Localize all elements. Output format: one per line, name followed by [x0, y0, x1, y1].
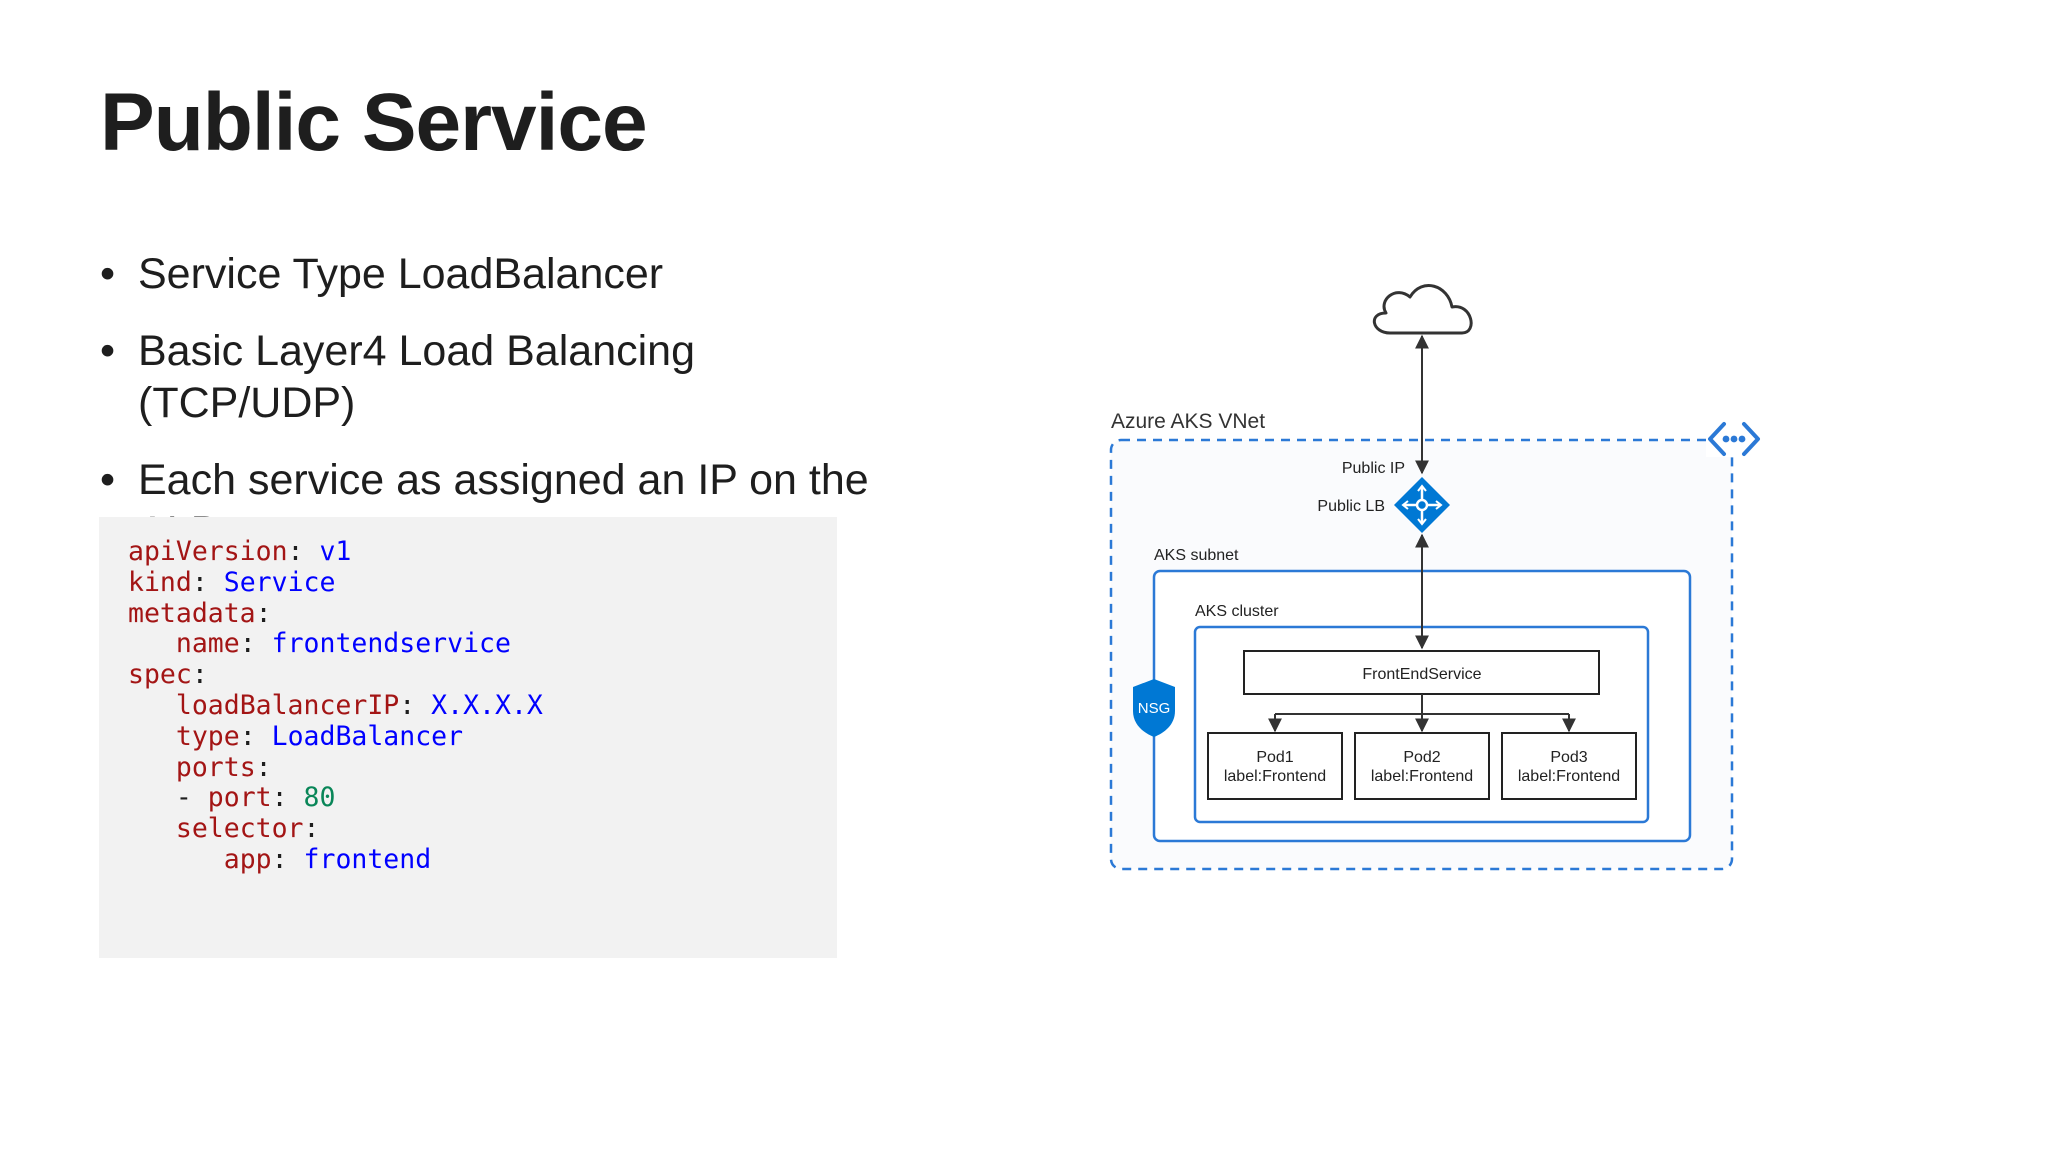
- pod-name: Pod1: [1256, 749, 1293, 766]
- yaml-code: apiVersion: v1 kind: Service metadata: n…: [128, 536, 543, 875]
- bullet-item: • Service Type LoadBalancer: [100, 248, 900, 300]
- vnet-icon: [1706, 421, 1762, 457]
- slide-title: Public Service: [100, 77, 648, 168]
- bullet-text: Service Type LoadBalancer: [138, 250, 664, 298]
- cloud-icon: [1373, 284, 1473, 335]
- aks-subnet-label: AKS subnet: [1154, 547, 1239, 564]
- vnet-label: Azure AKS VNet: [1111, 410, 1265, 433]
- pod-box: Pod2 label:Frontend: [1354, 732, 1490, 800]
- frontend-service-box: [1243, 650, 1600, 695]
- nsg-label: NSG: [1138, 700, 1171, 717]
- pod-label: label:Frontend: [1518, 768, 1620, 785]
- yaml-code-block: apiVersion: v1 kind: Service metadata: n…: [99, 517, 837, 958]
- public-lb-label: Public LB: [1317, 498, 1385, 515]
- bullet-text: Basic Layer4 Load Balancing (TCP/UDP): [138, 327, 695, 427]
- nsg-shield-icon: NSG: [1133, 679, 1175, 737]
- aks-cluster-label: AKS cluster: [1195, 603, 1279, 620]
- pod-box: Pod1 label:Frontend: [1207, 732, 1343, 800]
- bullet-dot: •: [100, 250, 116, 298]
- public-ip-label: Public IP: [1342, 460, 1405, 477]
- pod-name: Pod2: [1403, 749, 1440, 766]
- pod-label: label:Frontend: [1371, 768, 1473, 785]
- frontend-service-label: FrontEndService: [1362, 666, 1481, 683]
- load-balancer-icon: [1394, 477, 1450, 533]
- bullet-dot: •: [100, 456, 116, 504]
- bullet-dot: •: [100, 327, 116, 375]
- pod-name: Pod3: [1550, 749, 1587, 766]
- pod-label: label:Frontend: [1224, 768, 1326, 785]
- bullet-item: • Basic Layer4 Load Balancing (TCP/UDP): [100, 325, 900, 429]
- pod-box: Pod3 label:Frontend: [1501, 732, 1637, 800]
